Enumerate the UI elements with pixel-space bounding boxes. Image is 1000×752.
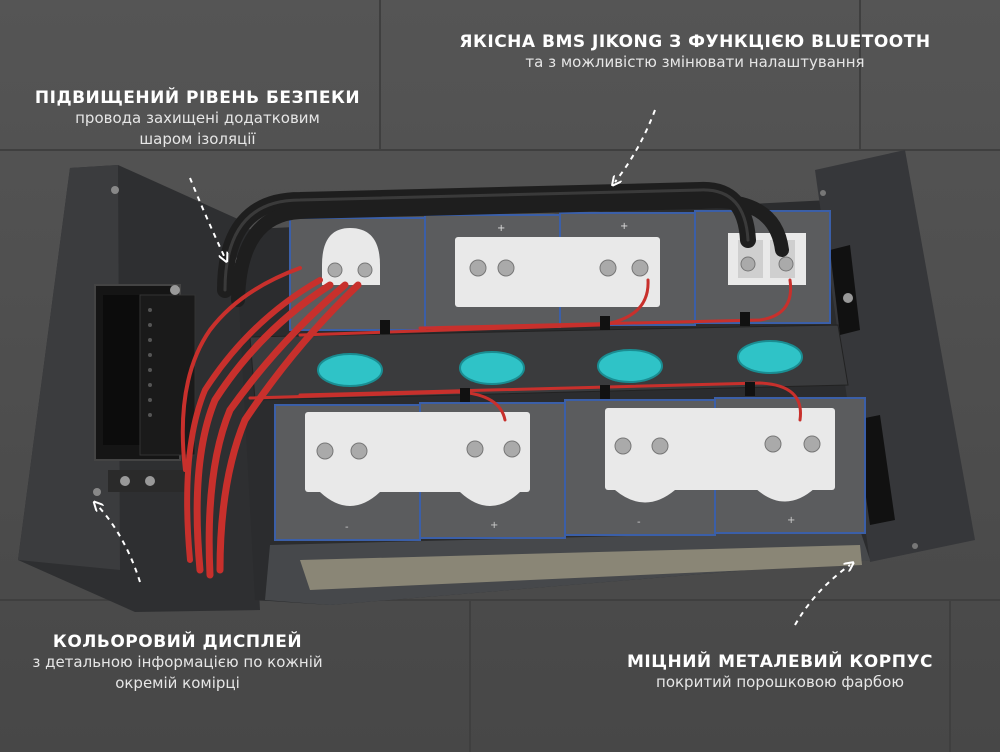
caption-safety-line2: шаром ізоляції — [139, 130, 256, 148]
cell-mark: + — [490, 520, 498, 531]
caption-bms-line1: та з можливістю змінювати налаштування — [525, 53, 865, 71]
caption-display-line1: з детальною інформацією по кожній — [32, 653, 323, 671]
caption-case-title: МІЦНИЙ МЕТАЛЕВИЙ КОРПУС — [626, 652, 934, 672]
arrow-display — [97, 505, 141, 583]
cell-mark: - — [637, 517, 641, 528]
callout-arrows — [97, 109, 850, 626]
caption-display-line2: окремій комірці — [115, 674, 240, 692]
display-module — [94, 284, 196, 492]
caption-safety-title: ПІДВИЩЕНИЙ РІВЕНЬ БЕЗПЕКИ — [34, 88, 361, 108]
cell-mark: + — [497, 223, 505, 234]
cell-mark: + — [787, 515, 795, 526]
caption-bms-title: ЯКІСНА BMS JIKONG З ФУНКЦІЄЮ BLUETOOTH — [459, 32, 931, 52]
caption-case: МІЦНИЙ МЕТАЛЕВИЙ КОРПУС покритий порошко… — [610, 652, 950, 693]
caption-bms: ЯКІСНА BMS JIKONG З ФУНКЦІЄЮ BLUETOOTH т… — [450, 32, 940, 73]
caption-case-line1: покритий порошковою фарбою — [656, 673, 904, 691]
zip-ties — [380, 312, 755, 402]
arrow-case — [794, 565, 850, 626]
cell-mark: + — [620, 221, 628, 232]
caption-display: КОЛЬОРОВИЙ ДИСПЛЕЙ з детальною інформаці… — [5, 632, 350, 694]
middle-bracket — [249, 324, 849, 401]
arrow-bms — [615, 109, 656, 182]
cell-mark: - — [345, 522, 349, 533]
caption-safety-line1: провода захищені додатковим — [75, 109, 320, 127]
caption-display-title: КОЛЬОРОВИЙ ДИСПЛЕЙ — [52, 632, 303, 652]
arrow-safety — [189, 177, 225, 258]
main-cables — [217, 181, 789, 307]
caption-safety: ПІДВИЩЕНИЙ РІВЕНЬ БЕЗПЕКИ провода захище… — [30, 88, 365, 150]
lower-cell-row: - + - + — [274, 397, 866, 541]
